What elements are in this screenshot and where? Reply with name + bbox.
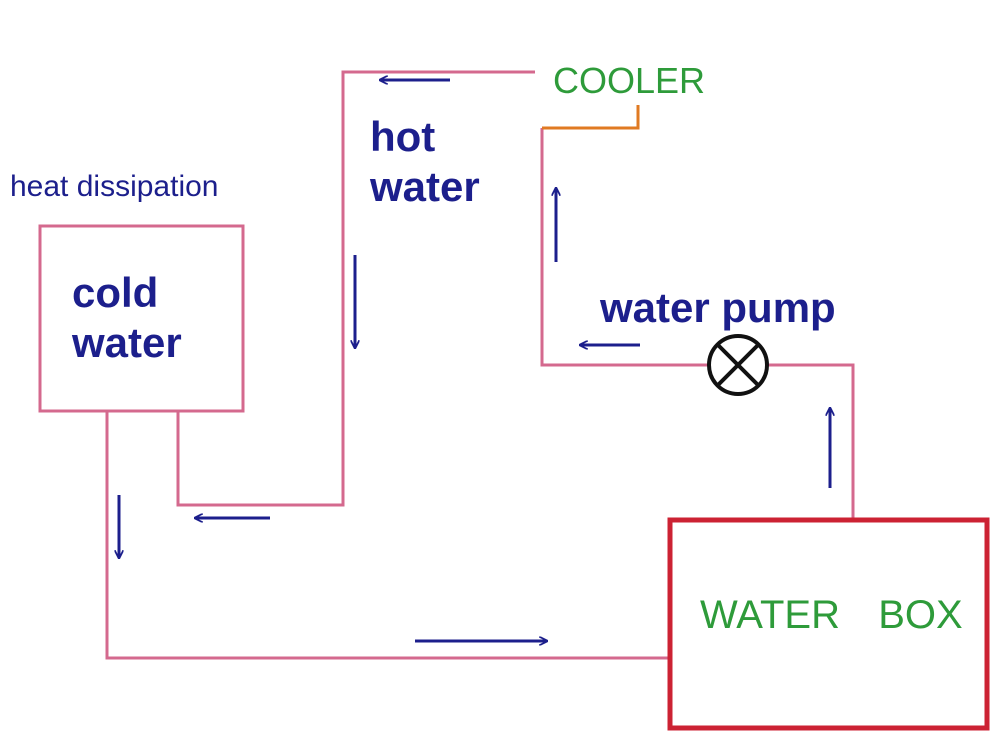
cooler-label: COOLER: [553, 60, 706, 101]
pump-outlet-pipe: [540, 128, 708, 367]
water-box: [667, 517, 990, 731]
cooler-pipe: [542, 105, 640, 130]
pump-symbol-icon: [707, 334, 769, 396]
heat-dissipation-box: [38, 224, 245, 413]
water-box-label: WATER BOX: [700, 593, 963, 637]
cold-water-label: cold water: [72, 269, 182, 366]
hot-water-pipe: [176, 70, 535, 507]
heat-dissipation-label: heat dissipation: [10, 170, 219, 203]
hot-water-label: hot water: [370, 113, 480, 210]
box-to-pump-pipe: [768, 363, 855, 520]
water-pump-label: water pump: [600, 284, 836, 331]
return-pipe: [105, 411, 670, 660]
